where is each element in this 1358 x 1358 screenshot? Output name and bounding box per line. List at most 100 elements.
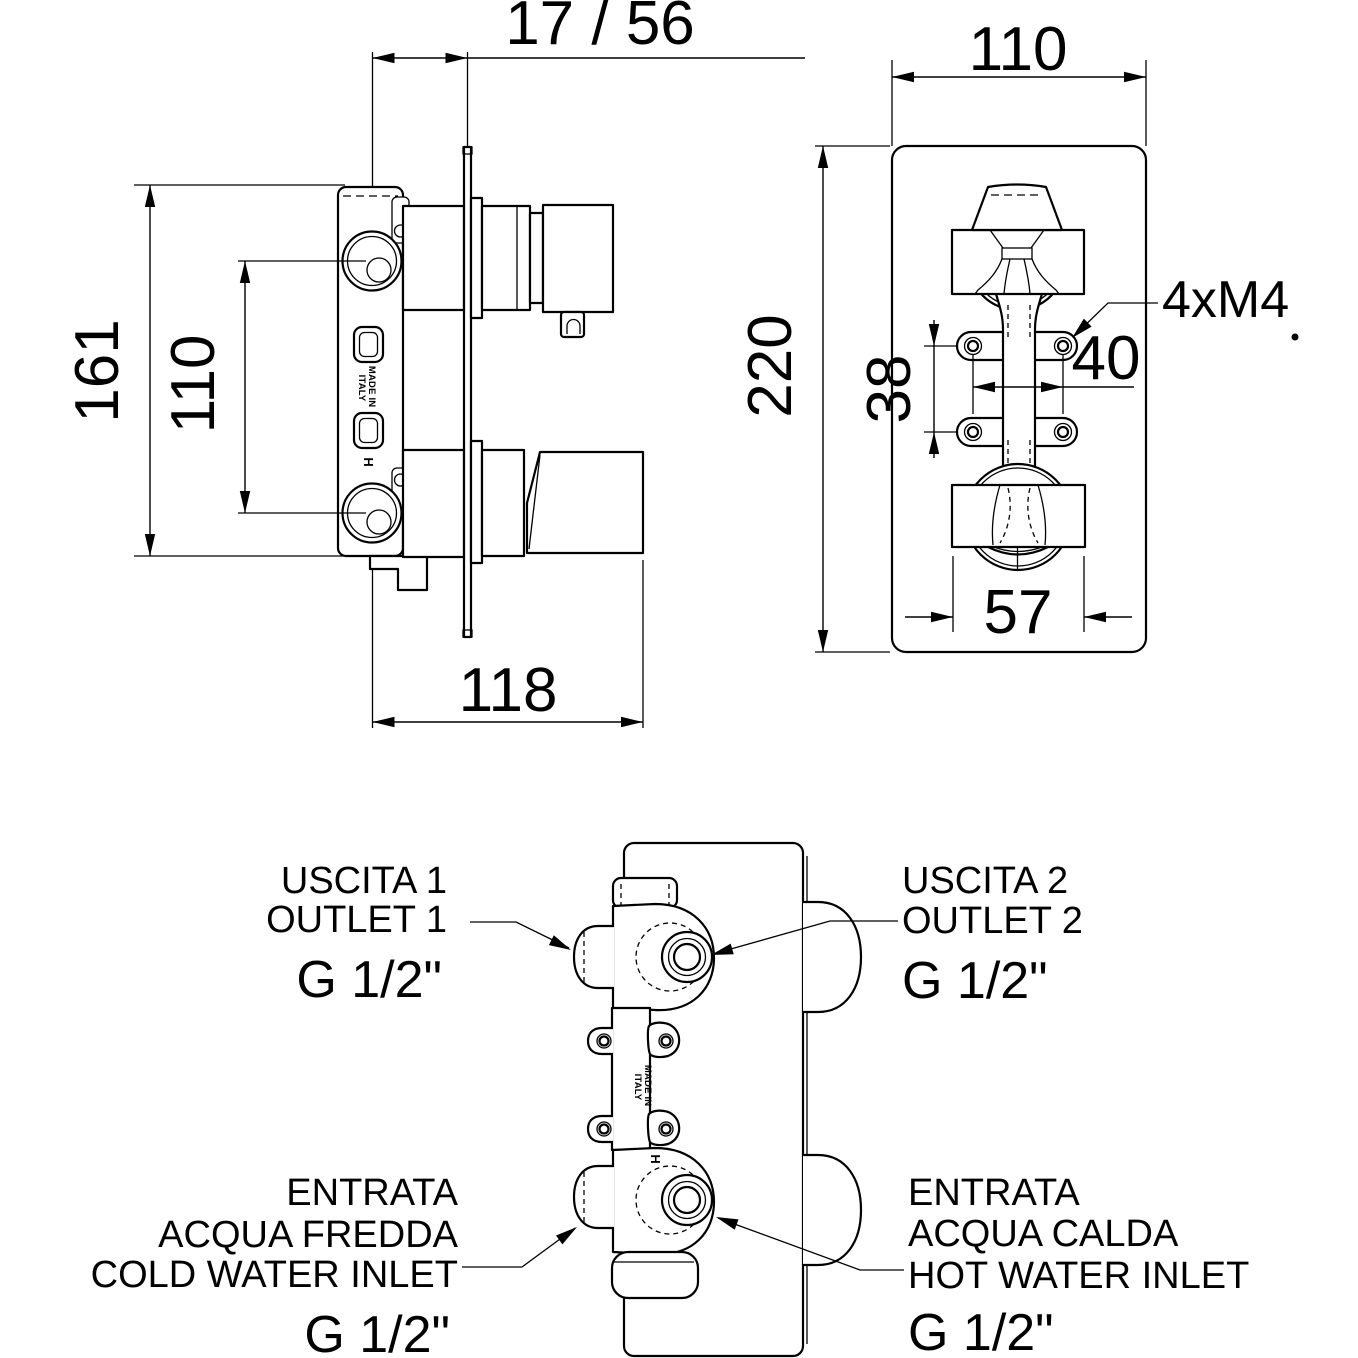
leader-outlet1 bbox=[470, 921, 571, 950]
leader-outlet2 bbox=[711, 920, 898, 955]
front-screw-callout: 4xM4 bbox=[1072, 271, 1299, 341]
leader-arrowhead bbox=[716, 1217, 739, 1230]
side-dim-width: 118 bbox=[372, 560, 644, 728]
screw-hole bbox=[966, 339, 980, 353]
leader-arrowhead bbox=[1072, 318, 1092, 338]
dim-width-value: 118 bbox=[459, 656, 558, 725]
front-dim-width: 110 bbox=[891, 15, 1147, 146]
leader-arrowhead bbox=[711, 943, 734, 955]
front-dim-handle: 57 bbox=[905, 556, 1132, 647]
side-handle-top bbox=[469, 196, 615, 339]
screw-hole bbox=[1056, 425, 1070, 439]
stray-dot bbox=[1291, 333, 1299, 341]
hot-size: G 1/2" bbox=[908, 1304, 1054, 1358]
front-dim-height: 220 bbox=[736, 145, 890, 653]
dim-port-spacing-value: 110 bbox=[159, 335, 228, 434]
dim-depth-value: 17 / 56 bbox=[505, 0, 695, 58]
front-handle-bottom bbox=[950, 462, 1087, 572]
label-hot-inlet: ENTRATA ACQUA CALDA HOT WATER INLET G 1/… bbox=[908, 1172, 1249, 1358]
side-valve-body: MADE IN ITALY H bbox=[336, 185, 429, 592]
leader-arrowhead bbox=[548, 935, 571, 950]
rear-port-left-bottom bbox=[572, 1164, 614, 1230]
arrowhead-left bbox=[973, 381, 995, 393]
arrowhead-down bbox=[817, 630, 829, 652]
screw-hole bbox=[660, 1123, 672, 1135]
front-view: 110 220 bbox=[736, 15, 1299, 654]
screw-hole bbox=[1056, 339, 1070, 353]
side-handle-bottom bbox=[469, 439, 645, 565]
rear-made-in-mark: MADE IN ITALY bbox=[632, 1065, 653, 1109]
arrowhead-down bbox=[239, 491, 251, 513]
arrowhead-up bbox=[239, 261, 251, 283]
side-cartridge-bottom bbox=[401, 448, 466, 559]
dim-height-value: 161 bbox=[63, 319, 132, 422]
dim-screw-v-value: 38 bbox=[855, 355, 924, 424]
label-outlet1: USCITA 1 OUTLET 1 G 1/2" bbox=[266, 860, 447, 1009]
arrowhead-left bbox=[372, 716, 395, 728]
side-dim-depth: 17 / 56 bbox=[372, 0, 805, 147]
rear-port-face-bottom bbox=[635, 1165, 714, 1235]
side-made-in-mark: MADE IN ITALY bbox=[356, 366, 377, 410]
rear-port-right-bottom bbox=[803, 1153, 863, 1267]
cold-line1: ENTRATA bbox=[286, 1172, 458, 1214]
front-stem bbox=[994, 293, 1044, 480]
outlet1-line1: USCITA 1 bbox=[281, 860, 447, 902]
front-handle-top bbox=[950, 183, 1086, 312]
cold-line3: COLD WATER INLET bbox=[91, 1254, 458, 1296]
outlet2-line1: USCITA 2 bbox=[902, 860, 1068, 902]
arrowhead-up bbox=[144, 185, 156, 207]
arrowhead-left bbox=[372, 52, 395, 64]
cold-line2: ACQUA FREDDA bbox=[158, 1214, 458, 1256]
dim-screw-h-value: 40 bbox=[1072, 324, 1141, 393]
hot-line2: ACQUA CALDA bbox=[908, 1213, 1179, 1255]
side-h-mark: H bbox=[361, 457, 376, 466]
side-lug-bottom bbox=[352, 411, 385, 450]
leader-arrowhead bbox=[556, 1227, 577, 1245]
arrowhead-right bbox=[621, 716, 643, 728]
arrowhead-left bbox=[1084, 611, 1106, 623]
screw-hole bbox=[660, 1035, 672, 1047]
screw-hole bbox=[966, 425, 980, 439]
rear-port-face-top bbox=[635, 922, 714, 992]
front-dim-height-value: 220 bbox=[736, 314, 805, 417]
arrowhead-right bbox=[1124, 71, 1146, 83]
rear-view: MADE IN ITALY H bbox=[91, 841, 1249, 1358]
side-view: 17 / 56 MADE IN bbox=[63, 0, 805, 728]
outlet1-size: G 1/2" bbox=[296, 951, 442, 1009]
label-outlet2: USCITA 2 OUTLET 2 G 1/2" bbox=[902, 860, 1083, 1010]
arrowhead-down bbox=[144, 534, 156, 556]
side-lug-top bbox=[352, 325, 385, 364]
side-dim-port-spacing: 110 bbox=[159, 260, 366, 514]
outlet2-line2: OUTLET 2 bbox=[902, 900, 1083, 942]
screw-hole bbox=[598, 1035, 610, 1047]
arrowhead-down bbox=[928, 324, 940, 346]
arrowhead-right bbox=[931, 611, 953, 623]
side-cartridge-top bbox=[401, 204, 466, 312]
rear-lugs bbox=[586, 1021, 681, 1147]
front-dim-width-value: 110 bbox=[969, 15, 1068, 84]
cold-size: G 1/2" bbox=[304, 1306, 450, 1358]
rear-port-right-top bbox=[803, 900, 863, 1014]
screw-hole bbox=[598, 1123, 610, 1135]
arrowhead-up bbox=[928, 432, 940, 454]
rear-port-left-top bbox=[572, 924, 614, 990]
leader-hot-inlet bbox=[716, 1217, 904, 1271]
outlet2-size: G 1/2" bbox=[902, 952, 1048, 1010]
outlet1-line2: OUTLET 1 bbox=[266, 899, 447, 941]
leader-cold-inlet bbox=[462, 1227, 577, 1268]
arrowhead-left bbox=[892, 71, 914, 83]
front-dim-screw-h: 40 bbox=[972, 324, 1141, 414]
side-wall-plate bbox=[462, 145, 473, 639]
arrowhead-right bbox=[445, 52, 468, 64]
front-dim-screw-v: 38 bbox=[855, 320, 956, 458]
label-cold-inlet: ENTRATA ACQUA FREDDA COLD WATER INLET G … bbox=[91, 1172, 459, 1358]
hot-line1: ENTRATA bbox=[908, 1172, 1080, 1214]
side-dim-height: 161 bbox=[63, 184, 368, 557]
rear-h-mark: H bbox=[648, 1154, 663, 1163]
arrowhead-up bbox=[817, 146, 829, 168]
arrowhead-right bbox=[1041, 381, 1063, 393]
screw-callout-value: 4xM4 bbox=[1162, 271, 1289, 329]
dim-handle-value: 57 bbox=[984, 578, 1053, 647]
